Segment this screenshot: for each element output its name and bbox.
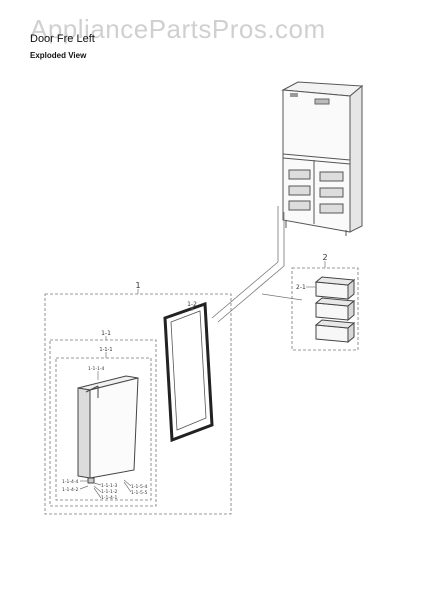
callout-labels: 1 1-2 1-1 1-1-1 1-1-1-4 1-1-4-4 1-1-4-2 … [62,253,328,501]
door-bins-illustration [314,276,356,344]
callout-1-2: 1-2 [187,301,197,308]
callout-1-1-5-5: 1-1-5-5 [131,490,147,496]
door-illustration [77,375,139,484]
diagram-title: Door Fre Left [30,33,95,45]
callout-1-1-1: 1-1-1 [99,347,112,353]
callout-1-1-4-4: 1-1-4-4 [62,479,78,485]
callout-1-1: 1-1 [101,330,111,337]
watermark: AppliancePartsPros.com [30,14,326,44]
callout-1-1-1-4: 1-1-1-4 [88,366,104,372]
door-gasket-illustration [163,301,214,443]
callout-1-1-5-4: 1-1-5-4 [131,484,147,490]
callout-1-1-4-1: 1-1-4-1 [101,495,117,501]
callout-1-1-4-2: 1-1-4-2 [62,487,78,493]
callout-1: 1 [135,281,140,290]
callout-1-1-1-3: 1-1-1-3 [101,483,117,489]
leader-lines [211,206,303,323]
diagram-subtitle: Exploded View [30,51,87,60]
callout-ticks [79,261,326,499]
callout-2: 2 [322,253,327,262]
callout-1-1-1-2: 1-1-1-2 [101,489,117,495]
refrigerator-illustration [281,81,364,236]
callout-2-1: 2-1 [296,284,306,291]
